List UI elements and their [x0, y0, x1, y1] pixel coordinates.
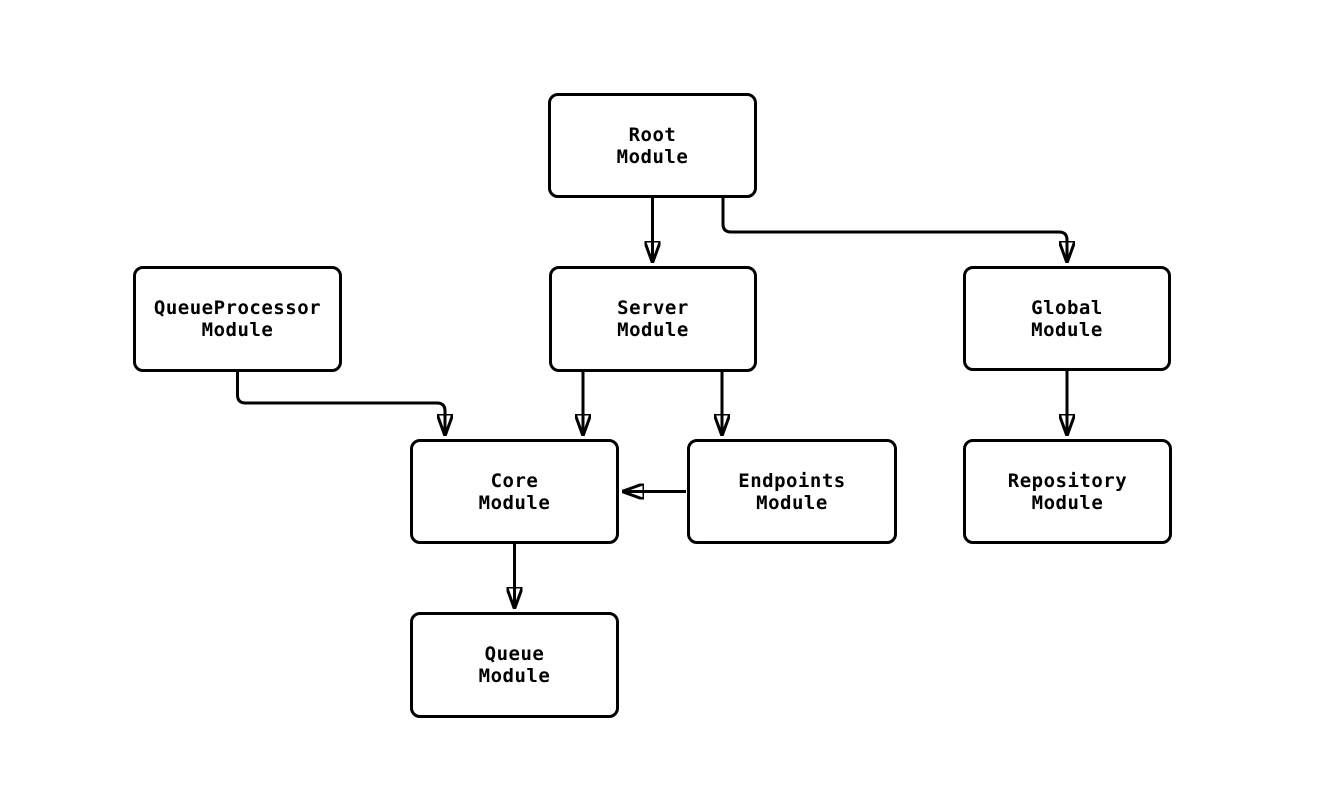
node-label-line2: Module [756, 491, 828, 514]
node-root-module: Root Module [548, 93, 757, 198]
node-label-line2: Module [1031, 318, 1103, 341]
node-label-line2: Module [478, 665, 551, 687]
node-label-line2: Module [201, 319, 274, 341]
node-server-module: Server Module [549, 266, 757, 372]
node-label-line1: Server [617, 297, 689, 319]
node-label-line1: Root [628, 123, 677, 146]
node-endpoints-module: Endpoints Module [687, 439, 897, 544]
node-label-line1: QueueProcessor [153, 297, 322, 319]
edge-queueprocessor-to-core [236, 372, 446, 436]
edge-root-to-global [721, 198, 1067, 263]
node-label-line1: Global [1031, 296, 1103, 319]
node-label-line2: Module [1031, 491, 1104, 514]
node-label-line2: Module [478, 491, 551, 514]
node-label-line1: Endpoints [738, 469, 846, 492]
node-repository-module: Repository Module [963, 439, 1172, 544]
node-global-module: Global Module [963, 266, 1171, 371]
node-label-line1: Queue [484, 643, 545, 665]
node-label-line2: Module [617, 319, 689, 341]
node-label-line1: Repository [1007, 469, 1128, 492]
node-label-line1: Core [490, 469, 539, 492]
node-queue-module: Queue Module [410, 612, 619, 718]
node-core-module: Core Module [410, 439, 619, 544]
node-label-line2: Module [616, 145, 689, 168]
node-queueprocessor-module: QueueProcessor Module [133, 266, 342, 372]
